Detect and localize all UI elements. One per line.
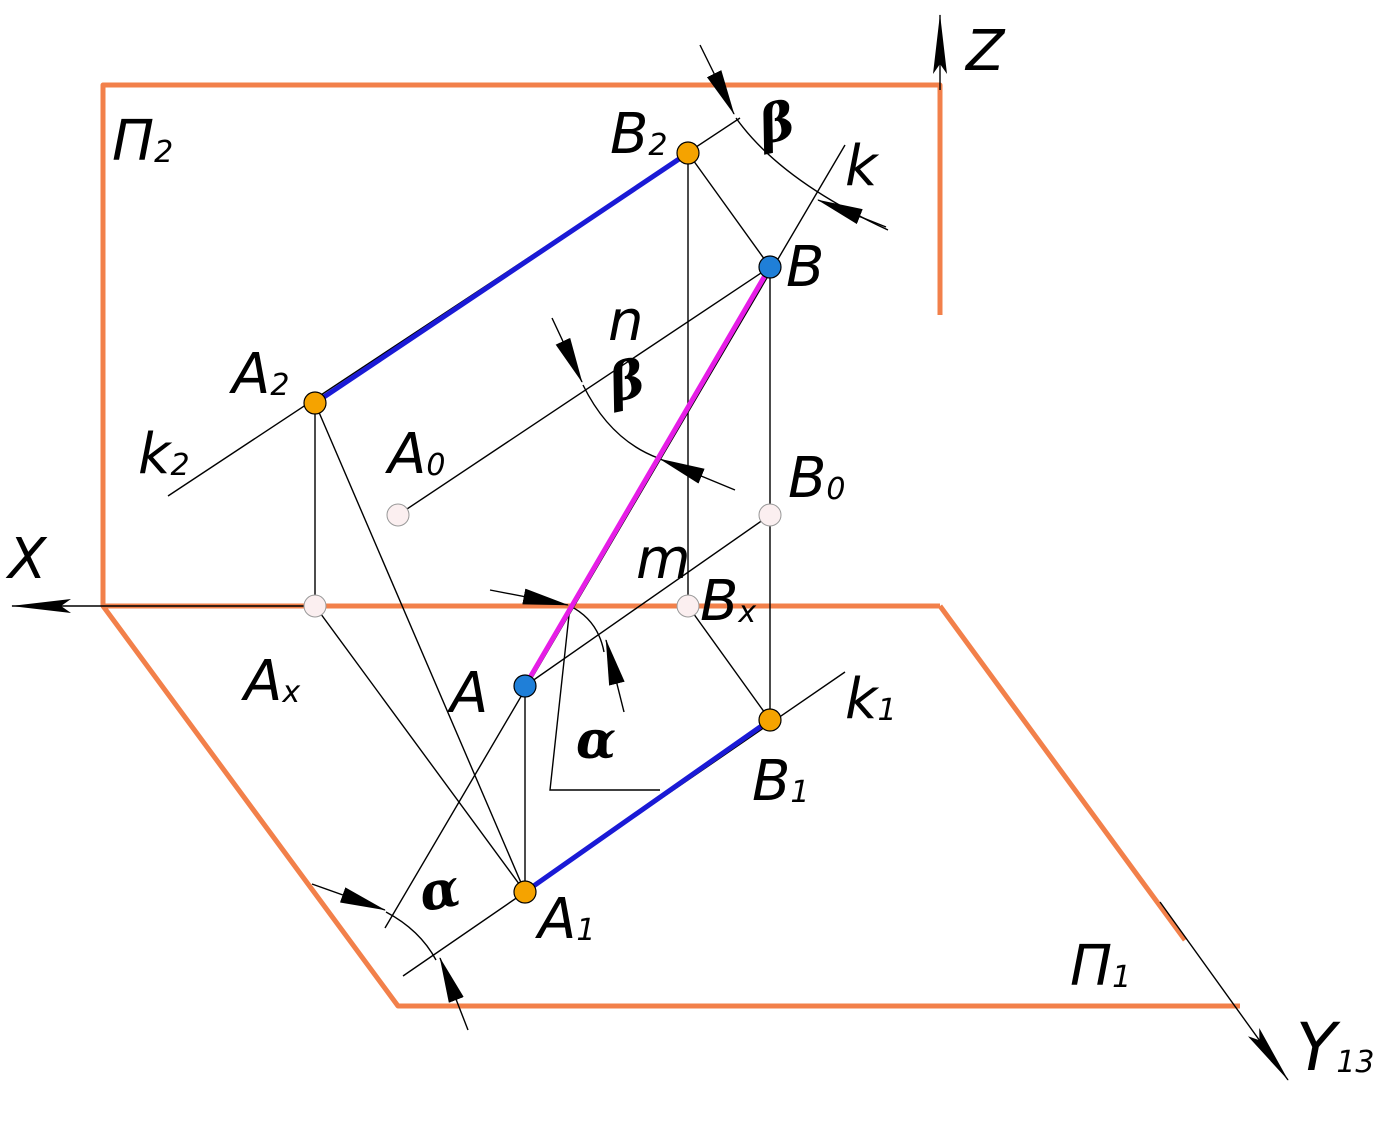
label-beta-top: β — [752, 90, 800, 157]
label-axis-z: Z — [964, 19, 1006, 84]
label-beta-middle: β — [602, 348, 650, 415]
point-a — [513, 674, 537, 698]
label-k1: k1 — [845, 667, 897, 732]
angle-alpha-bottom — [311, 883, 469, 1031]
segment-a-b — [522, 264, 773, 689]
construction-lines — [167, 117, 846, 977]
plane-pi1-frame — [100, 604, 1240, 1009]
label-k2: k2 — [138, 422, 190, 487]
label-axis-y: Y13 — [1296, 1009, 1375, 1086]
label-ax: Ax — [241, 649, 300, 714]
label-b0: B0 — [788, 446, 846, 511]
label-pi2: П2 — [112, 109, 173, 174]
point-b — [758, 255, 782, 279]
segment-a1-b1 — [522, 717, 773, 895]
point-a1 — [513, 880, 537, 904]
label-alpha-top: α — [576, 710, 616, 771]
label-a: A — [447, 661, 488, 726]
points — [303, 141, 782, 904]
label-a2: A2 — [229, 342, 289, 407]
label-n: n — [608, 289, 644, 354]
point-b2 — [676, 141, 700, 165]
label-b2: B2 — [610, 102, 668, 167]
axis-y — [1159, 901, 1289, 1081]
label-a0: A0 — [385, 422, 445, 487]
label-b1: B1 — [752, 749, 810, 814]
point-a0 — [386, 503, 410, 527]
label-axis-x: X — [5, 527, 48, 592]
angle-beta-top — [699, 44, 889, 231]
label-a1: A1 — [535, 887, 595, 952]
angle-beta-middle — [551, 317, 736, 491]
point-ax — [303, 594, 327, 618]
angle-alpha-top — [489, 588, 625, 713]
label-bx: Bx — [700, 569, 756, 634]
plane-pi2-frame — [100, 82, 943, 609]
point-a2 — [303, 391, 327, 415]
label-pi1: П1 — [1070, 934, 1131, 999]
point-b1 — [758, 708, 782, 732]
segment-a2-b2 — [312, 150, 691, 406]
label-b: B — [786, 235, 824, 300]
label-alpha-bottom: α — [415, 857, 465, 924]
point-b0 — [758, 503, 782, 527]
label-k: k — [845, 134, 880, 199]
point-bx — [676, 594, 700, 618]
label-m: m — [636, 527, 691, 592]
